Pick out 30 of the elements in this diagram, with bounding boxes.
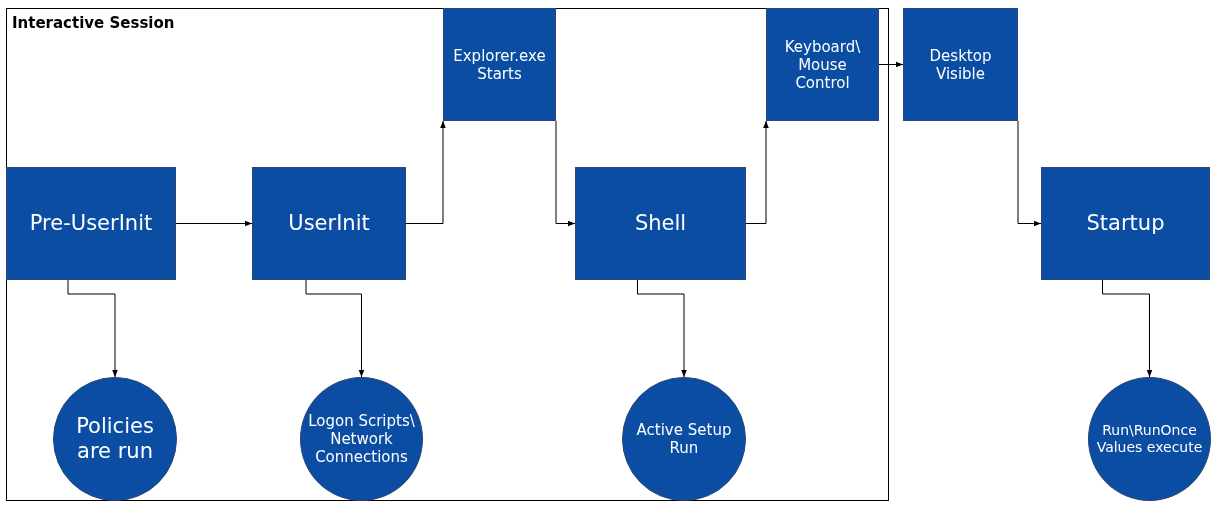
frame-title: Interactive Session (12, 14, 175, 32)
process-box (903, 8, 1018, 121)
arrow (305, 279, 365, 378)
process-box (766, 8, 879, 121)
session-frame (6, 8, 889, 501)
process-box (6, 167, 176, 280)
node-label: Policies are run (75, 412, 155, 465)
node-label: Active Setup Run (635, 420, 733, 459)
node-label: UserInit (287, 209, 371, 237)
node-label: Run\RunOnce Values execute (1095, 421, 1204, 457)
node-label: Pre-UserInit (28, 209, 154, 237)
arrow (745, 120, 769, 224)
node-label: Desktop Visible (928, 45, 993, 85)
node-label: Keyboard\ Mouse Control (783, 36, 862, 94)
arrow (1102, 279, 1153, 378)
arrow (555, 120, 576, 227)
node-label: Explorer.exe Starts (452, 45, 547, 85)
arrow (878, 61, 904, 68)
arrow (405, 120, 446, 224)
process-box (443, 8, 556, 121)
arrow (1017, 120, 1042, 227)
arrow (175, 220, 253, 227)
process-box (575, 167, 746, 280)
node-label: Startup (1085, 209, 1166, 237)
arrow (637, 279, 687, 378)
node-label: Logon Scripts\ Network Connections (307, 411, 416, 468)
node-label: Shell (633, 209, 688, 237)
arrow (67, 279, 118, 378)
process-box (252, 167, 406, 280)
process-box (1041, 167, 1210, 280)
